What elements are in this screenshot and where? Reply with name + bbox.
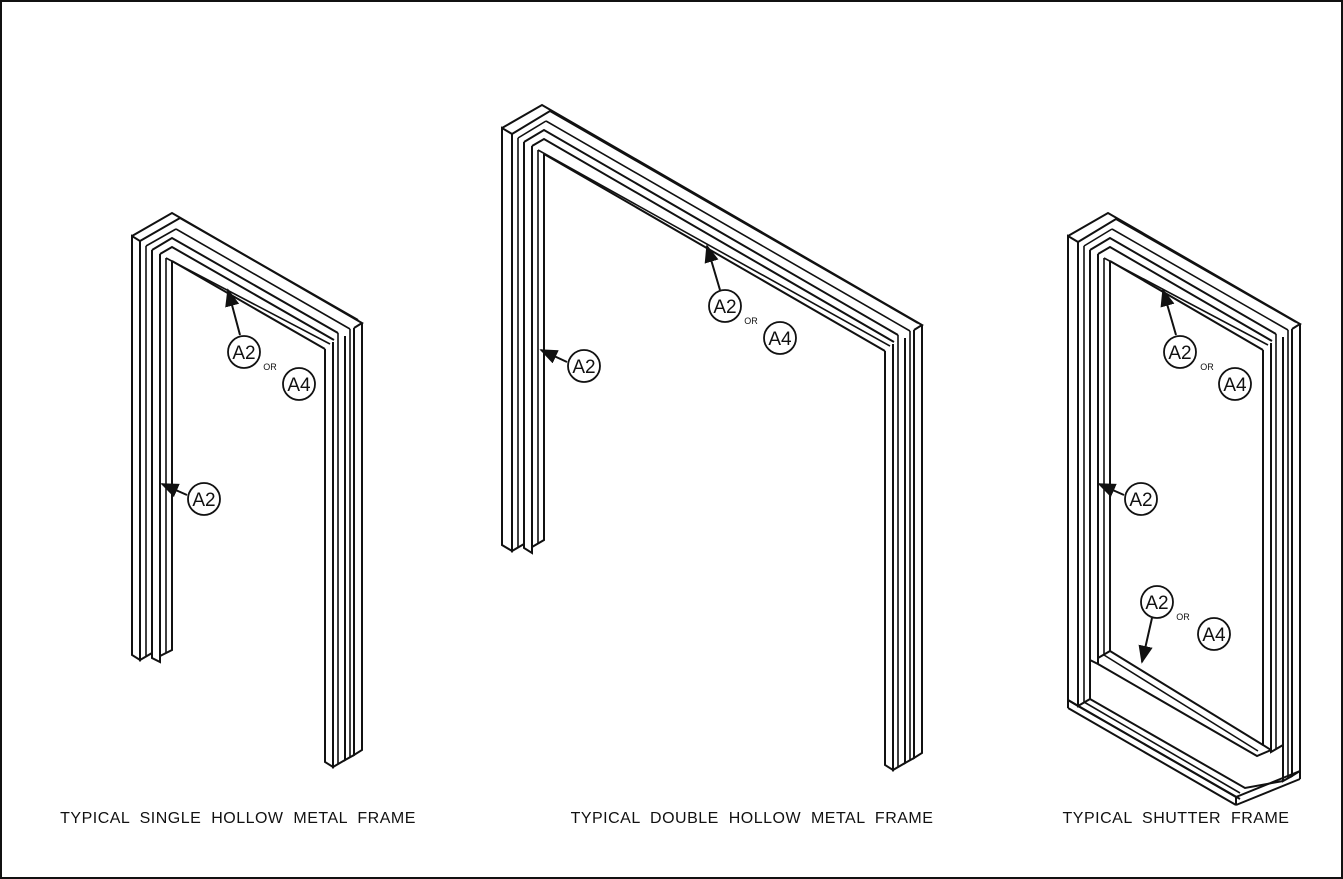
tag-circle [708,289,742,323]
tag-or: OR [1176,612,1190,622]
tag-circle [187,482,221,516]
jamb-leader-arrow [1097,483,1125,498]
head-leader-arrow [704,244,721,291]
single-hollow-metal-frame: A2 OR A4 A2 TYPICAL SINGLE HOLLOW METAL … [60,211,416,827]
tag-jamb: A2 [192,490,215,511]
tag-circle [567,349,601,383]
tag-circle [1140,585,1174,619]
tag-head-alt: A4 [768,329,792,350]
shutter-frame: A2 OR A4 A2 A2 OR A4 TYPICAL SHUTTER FRA… [1063,211,1302,827]
tag-circle [282,367,316,401]
tag-sill-alt: A4 [1202,625,1226,646]
tag-jamb: A2 [572,357,595,378]
tag-sill-primary: A2 [1145,593,1168,614]
tag-head-primary: A2 [1168,343,1191,364]
tag-or: OR [1200,362,1214,372]
tag-circle [1218,367,1252,401]
sill-leader-arrow [1138,617,1153,664]
tag-head-alt: A4 [1223,375,1247,396]
double-hollow-metal-frame: A2 OR A4 A2 TYPICAL DOUBLE HOLLOW METAL … [501,103,934,827]
tag-jamb: A2 [1129,490,1152,511]
jamb-leader-arrow [160,483,188,498]
caption-shutter-frame: TYPICAL SHUTTER FRAME [1063,810,1290,827]
tag-circle [227,335,261,369]
tag-or: OR [263,362,277,372]
tag-head-alt: A4 [287,375,311,396]
tag-head-primary: A2 [232,343,255,364]
head-leader-arrow [1160,288,1177,336]
tag-head-primary: A2 [713,297,736,318]
jamb-leader-arrow [539,349,568,364]
tag-circle [1197,617,1231,651]
tag-or: OR [744,316,758,326]
head-leader-arrow [225,288,241,336]
caption-single-frame: TYPICAL SINGLE HOLLOW METAL FRAME [60,810,416,827]
tag-circle [1124,482,1158,516]
caption-double-frame: TYPICAL DOUBLE HOLLOW METAL FRAME [571,810,934,827]
tag-circle [763,321,797,355]
tag-circle [1163,335,1197,369]
